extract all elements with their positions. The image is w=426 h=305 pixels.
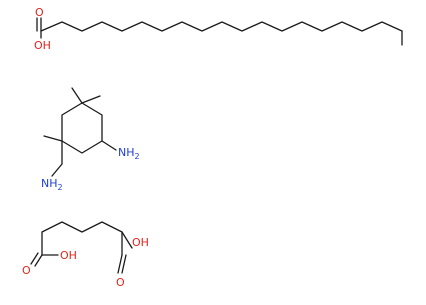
- stearic-acid-structure: O OH: [34, 6, 403, 52]
- isophorone-diamine-structure: NH2 NH2: [41, 87, 140, 192]
- adipic-acid-chain: [41, 221, 123, 256]
- adipic-acid-structure: O OH OH O: [22, 221, 149, 289]
- isophorone-diamine-gem-dimethyl: [71, 87, 101, 104]
- adipic-acid-left-hydroxyl: OH: [60, 249, 77, 262]
- isophorone-diamine-aminomethyl-bond: [51, 140, 63, 177]
- adipic-acid-left-carbonyl-bond: [30, 252, 43, 267]
- isophorone-diamine-amine-chain: NH2: [41, 177, 63, 192]
- adipic-acid-right-hydroxyl: OH: [132, 236, 149, 249]
- stearic-acid-chain: [40, 21, 403, 46]
- isophorone-diamine-ring: [61, 102, 103, 154]
- adipic-acid-right-hydroxyl-bond: [121, 231, 133, 249]
- adipic-acid-left-carbonyl-o: O: [22, 264, 31, 277]
- stearic-acid-carbonyl-bond: [36, 17, 42, 32]
- isophorone-diamine-amine-bond: [101, 140, 117, 151]
- adipic-acid-right-carbonyl-bond: [117, 254, 127, 274]
- stearic-acid-carbonyl-o: O: [35, 6, 44, 19]
- adipic-acid-right-carbonyl-o: O: [116, 276, 125, 289]
- isophorone-diamine-amine-ring: NH2: [118, 146, 140, 161]
- stearic-acid-hydroxyl: OH: [34, 39, 51, 52]
- isophorone-diamine-ring-methyl: [43, 135, 63, 142]
